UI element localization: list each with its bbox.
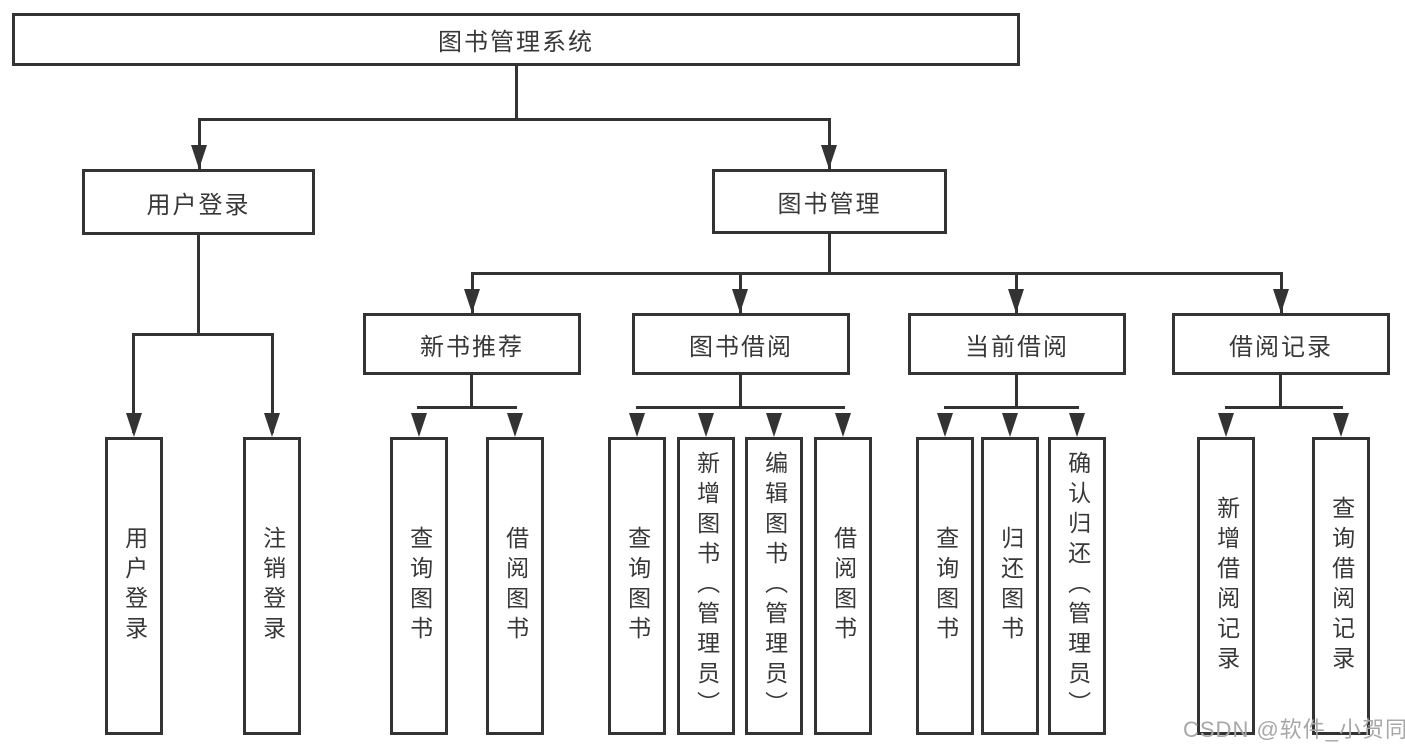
connector-line — [636, 406, 845, 409]
arrow-down-icon — [1218, 413, 1234, 437]
leaf-borrow-books-recommend-label: 借阅图书 — [502, 526, 529, 646]
leaf-query-books-current-label: 查询图书 — [932, 526, 959, 646]
node-borrow-records-label: 借阅记录 — [1229, 333, 1333, 361]
leaf-add-books-admin: 新增图书（管理员） — [677, 437, 735, 735]
leaf-logout: 注销登录 — [243, 437, 301, 735]
connector-line — [828, 234, 831, 275]
arrow-down-icon — [464, 289, 480, 313]
node-new-book-recommend-label: 新书推荐 — [420, 333, 524, 361]
arrow-down-icon — [937, 413, 953, 437]
node-book-borrow: 图书借阅 — [632, 313, 850, 375]
arrow-down-icon — [1002, 413, 1018, 437]
leaf-edit-books-admin: 编辑图书（管理员） — [745, 437, 803, 735]
leaf-edit-books-admin-label: 编辑图书（管理员） — [761, 451, 788, 721]
connector-line — [132, 333, 274, 336]
arrow-down-icon — [766, 413, 782, 437]
arrow-down-icon — [1333, 413, 1349, 437]
connector-line — [471, 272, 1283, 275]
arrow-down-icon — [191, 145, 207, 169]
node-borrow-records: 借阅记录 — [1172, 313, 1390, 375]
leaf-query-books-borrow-label: 查询图书 — [624, 526, 651, 646]
node-user-login: 用户登录 — [82, 169, 315, 235]
arrow-down-icon — [126, 413, 142, 437]
connector-line — [828, 118, 831, 169]
arrow-down-icon — [821, 145, 837, 169]
arrow-down-icon — [629, 413, 645, 437]
connector-line — [1015, 375, 1018, 408]
connector-line — [132, 333, 135, 433]
connector-line — [1279, 375, 1282, 408]
arrow-down-icon — [1069, 413, 1085, 437]
leaf-query-books-recommend-label: 查询图书 — [406, 526, 433, 646]
connector-line — [197, 235, 200, 336]
connector-line — [739, 375, 742, 408]
leaf-borrow-books-label: 借阅图书 — [830, 526, 857, 646]
node-user-login-label: 用户登录 — [146, 191, 251, 219]
leaf-add-borrow-record-label: 新增借阅记录 — [1213, 496, 1240, 676]
leaf-return-books: 归还图书 — [981, 437, 1039, 735]
connector-line — [198, 118, 831, 121]
connector-line — [470, 375, 473, 408]
node-current-borrow: 当前借阅 — [908, 313, 1126, 375]
leaf-add-borrow-record: 新增借阅记录 — [1197, 437, 1255, 735]
connector-line — [1225, 406, 1343, 409]
arrow-down-icon — [507, 413, 523, 437]
leaf-logout-label: 注销登录 — [259, 526, 286, 646]
connector-line — [944, 406, 1079, 409]
node-book-borrow-label: 图书借阅 — [689, 333, 793, 361]
arrow-down-icon — [1273, 289, 1289, 313]
leaf-confirm-return-admin: 确认归还（管理员） — [1048, 437, 1106, 735]
csdn-watermark: CSDN @软件_小贺同学 — [1183, 717, 1405, 742]
leaf-user-login-label: 用户登录 — [121, 526, 148, 646]
node-current-borrow-label: 当前借阅 — [965, 333, 1069, 361]
arrow-down-icon — [732, 289, 748, 313]
leaf-borrow-books-recommend: 借阅图书 — [486, 437, 544, 735]
node-root-label: 图书管理系统 — [438, 29, 594, 56]
leaf-borrow-books: 借阅图书 — [814, 437, 872, 735]
connector-line — [271, 333, 274, 433]
arrow-down-icon — [835, 413, 851, 437]
leaf-confirm-return-admin-label: 确认归还（管理员） — [1064, 451, 1091, 721]
arrow-down-icon — [411, 413, 427, 437]
connector-line — [417, 406, 517, 409]
leaf-query-books-current: 查询图书 — [916, 437, 974, 735]
leaf-query-borrow-record-label: 查询借阅记录 — [1328, 496, 1355, 676]
arrow-down-icon — [264, 413, 280, 437]
node-root: 图书管理系统 — [12, 13, 1020, 66]
node-new-book-recommend: 新书推荐 — [363, 313, 581, 375]
leaf-query-books-recommend: 查询图书 — [390, 437, 448, 735]
leaf-return-books-label: 归还图书 — [997, 526, 1024, 646]
leaf-user-login: 用户登录 — [105, 437, 163, 735]
leaf-query-books-borrow: 查询图书 — [608, 437, 666, 735]
arrow-down-icon — [1008, 289, 1024, 313]
node-book-management-label: 图书管理 — [777, 191, 882, 218]
arrow-down-icon — [698, 413, 714, 437]
node-book-management: 图书管理 — [712, 169, 947, 234]
connector-line — [515, 66, 518, 121]
connector-line — [198, 118, 201, 169]
leaf-add-books-admin-label: 新增图书（管理员） — [693, 451, 720, 721]
leaf-query-borrow-record: 查询借阅记录 — [1312, 437, 1370, 735]
